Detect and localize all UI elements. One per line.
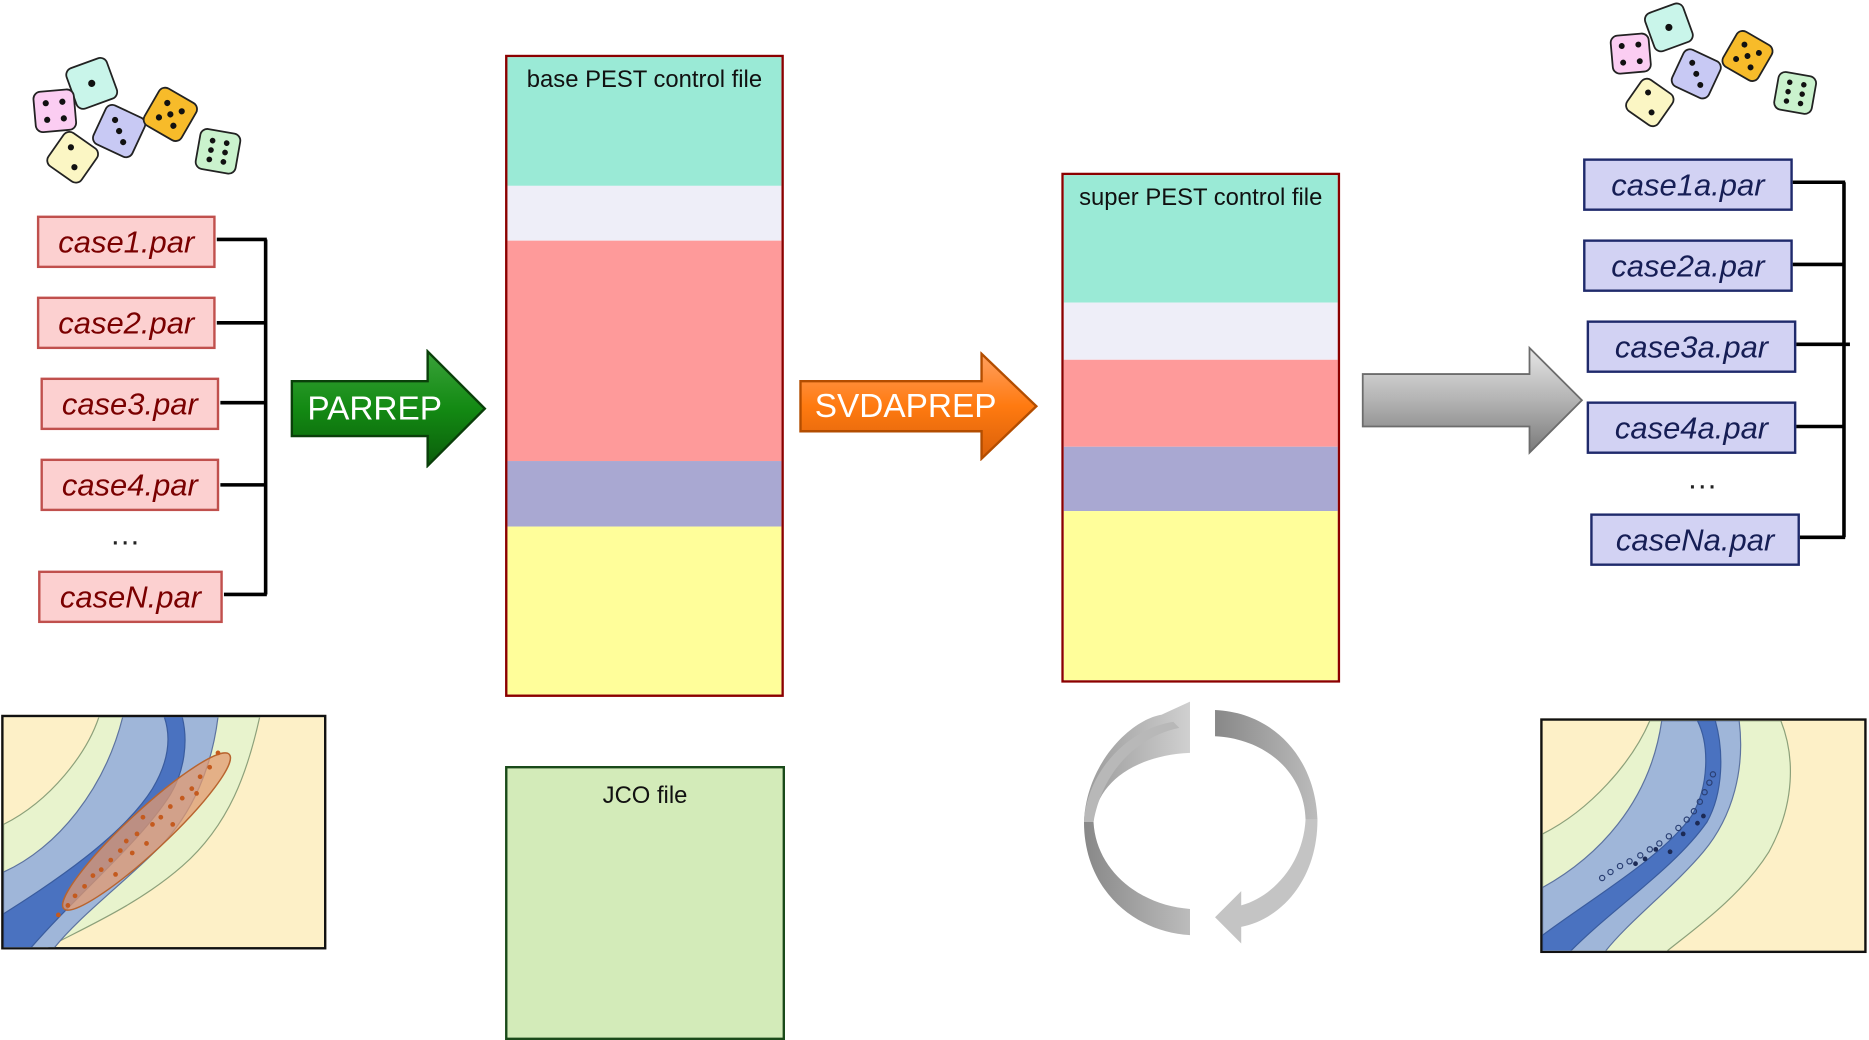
case-file-3: case3.par	[40, 377, 220, 431]
base-pest-control-file: base PEST control file	[505, 54, 784, 697]
super-pest-title: super PEST control file	[1079, 184, 1323, 211]
cycle-arrows-icon	[1083, 701, 1318, 944]
dice-cluster-right-icon	[1609, 2, 1817, 128]
svdaprep-arrow	[799, 351, 1039, 462]
left-ellipsis: …	[109, 515, 143, 552]
case-file-2a: case2a.par	[1583, 239, 1793, 292]
super-pest-band-4	[1063, 446, 1338, 512]
base-pest-band-4	[507, 461, 782, 527]
jco-file: JCO file	[505, 766, 786, 1040]
jco-title: JCO file	[602, 782, 688, 809]
parrep-arrow	[290, 349, 487, 469]
super-pest-band-3	[1063, 359, 1338, 447]
super-pest-control-file: super PEST control file	[1061, 172, 1341, 683]
base-pest-band-1	[507, 57, 782, 186]
case-file-1: case1.par	[36, 215, 216, 269]
case-file-4: case4.par	[40, 458, 220, 512]
river-map-left-icon	[3, 717, 261, 948]
base-pest-title: base PEST control file	[526, 66, 763, 93]
river-map-right-icon	[1542, 720, 1792, 951]
super-pest-band-5	[1063, 511, 1338, 681]
super-pest-band-2	[1063, 302, 1338, 360]
river-map-right	[1540, 718, 1867, 954]
river-map-left	[1, 714, 327, 950]
case-file-1a: case1a.par	[1583, 158, 1793, 211]
output-arrow	[1361, 345, 1584, 455]
right-bracket-connector	[1792, 180, 1850, 540]
base-pest-band-2	[507, 185, 782, 241]
dice-cluster-left-icon	[32, 57, 242, 184]
super-pest-band-1	[1063, 175, 1338, 303]
case-file-na: caseNa.par	[1590, 513, 1800, 566]
base-pest-band-3	[507, 240, 782, 462]
case-file-2: case2.par	[36, 296, 216, 350]
case-file-4a: case4a.par	[1586, 401, 1797, 454]
base-pest-band-5	[507, 526, 782, 695]
case-file-3a: case3a.par	[1586, 320, 1797, 373]
case-file-n: caseN.par	[38, 570, 223, 624]
parrep-label: PARREP	[307, 389, 443, 427]
right-ellipsis: …	[1686, 459, 1721, 496]
left-bracket-connector	[216, 237, 268, 597]
svdaprep-label: SVDAPREP	[814, 387, 997, 425]
